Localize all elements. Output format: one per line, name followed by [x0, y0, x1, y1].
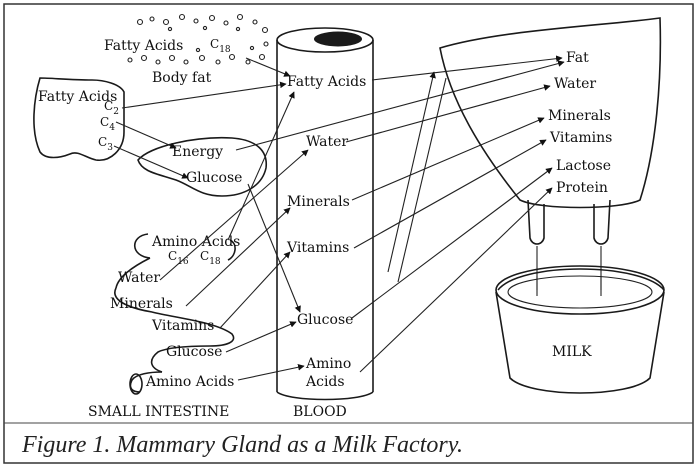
udder-vitamins: Vitamins: [549, 130, 612, 146]
blood-title: BLOOD: [293, 404, 347, 420]
udder-fat: Fat: [566, 50, 589, 66]
liver-glucose: Glucose: [186, 170, 242, 186]
blood-minerals: Minerals: [287, 194, 350, 210]
body-fat-fatty-acids-label: Fatty Acids: [104, 38, 183, 54]
figure-caption: Figure 1. Mammary Gland as a Milk Factor…: [21, 432, 463, 458]
intestine-glucose: Glucose: [166, 344, 222, 360]
bucket-label: MILK: [552, 344, 592, 360]
blood-amino: Amino: [305, 356, 351, 372]
blood-vitamins: Vitamins: [286, 240, 349, 256]
figure-frame: [4, 4, 693, 463]
intestine-title: SMALL INTESTINE: [88, 404, 229, 420]
udder-protein: Protein: [556, 180, 608, 196]
intestine-vitamins: Vitamins: [151, 318, 214, 334]
blood-water: Water: [306, 134, 348, 150]
udder-minerals: Minerals: [548, 108, 611, 124]
blood-acids: Acids: [305, 374, 345, 390]
udder-water: Water: [554, 76, 596, 92]
intestine-water: Water: [118, 270, 160, 286]
liver-energy: Energy: [172, 144, 223, 160]
blood-glucose: Glucose: [297, 312, 353, 328]
intestine-amino-acids-bottom: Amino Acids: [145, 374, 234, 390]
blood-fatty-acids: Fatty Acids: [287, 74, 366, 90]
intestine-minerals: Minerals: [110, 296, 173, 312]
udder-lactose: Lactose: [556, 158, 611, 174]
intestine-amino-acids-top: Amino Acids: [151, 234, 240, 250]
body-fat-label: Body fat: [152, 70, 212, 86]
